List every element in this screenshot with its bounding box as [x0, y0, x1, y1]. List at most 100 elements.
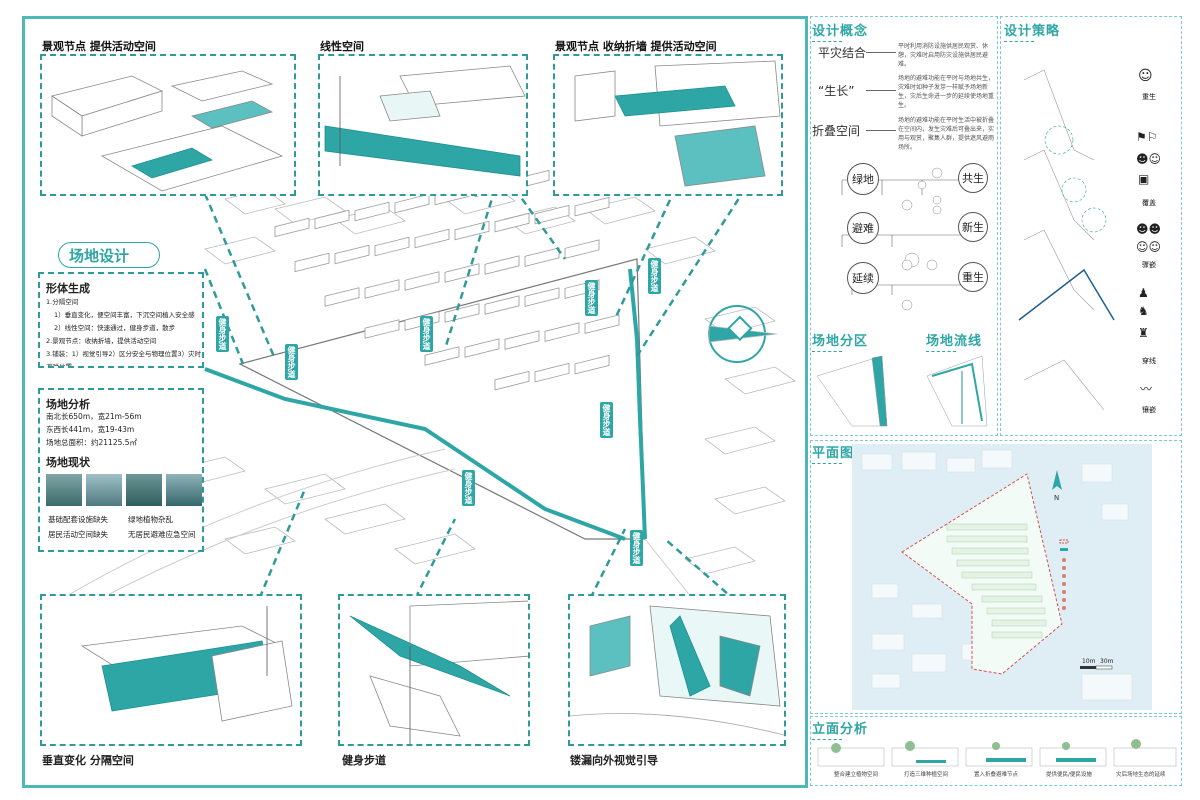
concept-desc-1: 平时利用消防设施供居民观赏、休憩，灾难时启用防灾设施供居民避难。 — [898, 43, 989, 68]
site-photo-2 — [86, 474, 122, 506]
concept-desc-2: 场地的避难功能在平时与场地共生，灾难时如种子发芽一样赋予场地新生，灾后生命进一步… — [898, 75, 995, 109]
strategy-label-inlay: 镶嵌 — [1142, 406, 1156, 414]
form-line-2: 1）垂直变化，便空间丰富，下沉空间植入安全感 — [54, 311, 195, 319]
site-buildings — [274, 161, 620, 391]
strategy-diagram — [1018, 69, 1115, 411]
crowd-icon: ☻☻ — [1136, 222, 1162, 236]
runner-icon: ♞ — [1138, 304, 1149, 318]
analysis-line-1: 南北长650m，宽21m-56m — [46, 412, 142, 421]
site-design-badge: 场地设计 — [58, 242, 160, 268]
north-arrow-icon: N — [1052, 470, 1062, 502]
trail-sign-6: 健身步道 — [600, 402, 613, 438]
vignette-title-3: 景观节点 收纳折墙 提供活动空间 — [555, 40, 717, 53]
vignette-box-2 — [318, 54, 528, 196]
trail-sign-2: 健身步道 — [285, 344, 298, 380]
design-strategy-title: 设计策略 — [1004, 20, 1060, 42]
vignette-box-3 — [553, 54, 783, 196]
svg-text:N: N — [1054, 494, 1059, 502]
elevation-label-2: 打造三维种植空间 — [904, 772, 949, 778]
compass-icon — [708, 305, 778, 363]
activity-icon: ⚑⚐ — [1136, 130, 1158, 144]
form-line-4: 2.景观节点：收纳折墙，提供活动空间 — [46, 337, 157, 345]
site-design-title: 场地设计 — [69, 247, 130, 265]
concept-node-rebirth: 新生 — [958, 212, 988, 242]
concept-term-3: 折叠空间 — [812, 124, 861, 138]
background-buildings — [174, 186, 796, 575]
zoning-title: 场地分区 — [812, 330, 868, 352]
concept-node-regeneration: 重生 — [958, 262, 988, 292]
concept-node-continuation: 延续 — [847, 262, 879, 294]
strategy-label-embed: 骤嵌 — [1142, 261, 1156, 269]
concept-arrow-1 — [866, 52, 896, 53]
elevation-label-1: 整合建立植物空间 — [834, 772, 879, 778]
cyclist-icon: ♜ — [1138, 326, 1149, 340]
concept-desc-3: 场地的避难功能在平时生活中被折叠在空间内，发生灾难后可叠出来，实用与观赏，聚集人… — [898, 117, 995, 151]
concept-arrow-3 — [866, 130, 896, 131]
vignette-caption-5: 健身步道 — [342, 754, 386, 767]
vignette-illustration-1 — [51, 70, 284, 192]
form-line-3: 2）线性空间：快速通过，健身步道，散步 — [54, 324, 176, 332]
form-generation-box: 形体生成 1.分隔空间 1）垂直变化，便空间丰富，下沉空间植入安全感 2）线性空… — [38, 272, 204, 368]
vignette-illustration-5 — [349, 600, 528, 744]
trail-sign-5: 健身步道 — [648, 258, 661, 294]
analysis-line-3: 场地总面积：约21125.5㎡ — [46, 438, 138, 447]
plan-title: 平面图 — [812, 442, 854, 464]
vignette-caption-6: 镂漏向外视觉引导 — [570, 754, 658, 767]
site-status-title: 场地现状 — [46, 456, 90, 469]
vignette-illustration-4 — [80, 606, 293, 722]
issue-1: 基础配套设施缺失 — [48, 515, 108, 524]
trail-sign-1: 健身步道 — [216, 316, 229, 352]
vignette-illustration-2 — [324, 65, 526, 177]
vignette-box-6 — [568, 594, 786, 746]
person-icon: ☺ — [1138, 68, 1153, 84]
vignette-title-1: 景观节点 提供活动空间 — [42, 40, 156, 53]
strategy-label-thread: 穿线 — [1142, 357, 1156, 365]
trail-sign-8: 健身步道 — [630, 530, 643, 566]
design-concept-title: 设计概念 — [812, 20, 868, 42]
site-plan: N — [852, 444, 1152, 710]
elevation-title: 立面分析 — [812, 718, 868, 740]
strategy-label-rebirth: 重生 — [1142, 93, 1156, 101]
concept-term-1: 平灾结合 — [818, 46, 867, 60]
elevation-label-5: 灾后场地生态的延续 — [1116, 772, 1166, 778]
elevation-diagram — [817, 739, 1177, 767]
form-generation-title: 形体生成 — [46, 282, 90, 295]
vignette-title-2: 线性空间 — [320, 40, 364, 53]
concept-node-symbiosis: 共生 — [958, 163, 988, 193]
fitness-trail — [204, 367, 626, 541]
concept-term-2: “生长” — [818, 84, 855, 98]
shelter-icon: ▣ — [1138, 172, 1150, 186]
analysis-line-2: 东西长441m，宽19-43m — [46, 425, 135, 434]
issue-2: 绿地植物杂乱 — [128, 515, 173, 524]
main-frame — [22, 16, 808, 788]
zoning-diagram — [816, 355, 988, 427]
scale-label-10m: 10m — [1082, 658, 1096, 665]
site-photo-3 — [126, 474, 162, 506]
vignette-illustration-3 — [574, 60, 781, 187]
design-concept-panel — [810, 16, 998, 436]
site-photo-1 — [46, 474, 82, 506]
scale-bar — [1080, 665, 1113, 670]
concept-node-greenland: 绿地 — [847, 163, 879, 195]
concept-node-refuge: 避难 — [847, 212, 879, 244]
path-icon: 〰 — [1140, 382, 1153, 396]
fitness-trail-east — [628, 268, 647, 540]
form-line-5: 3.铺装：1）视觉引导2）区分安全与物理位置3）灾时避难位置 — [46, 350, 202, 368]
elevation-label-3: 置入折叠避难节点 — [974, 772, 1019, 778]
vignette-illustration-6 — [570, 605, 784, 736]
plan-panel — [810, 440, 1182, 714]
elevation-panel — [810, 716, 1182, 786]
family-icon: ☻☺ — [1136, 152, 1162, 166]
vignette-box-1 — [40, 54, 296, 196]
vignette-box-4 — [40, 594, 302, 746]
plan-legend — [1059, 539, 1069, 610]
trail-sign-4: 健身步道 — [585, 280, 598, 316]
site-analysis-title: 场地分析 — [46, 398, 90, 411]
strategy-label-cover: 覆盖 — [1142, 199, 1156, 207]
trail-sign-7: 健身步道 — [462, 470, 475, 506]
trail-sign-3: 健身步道 — [420, 316, 433, 352]
walker-icon: ♟ — [1138, 286, 1149, 300]
elevation-label-4: 提供便民/便民设施 — [1046, 772, 1092, 778]
form-line-1: 1.分隔空间 — [46, 298, 79, 306]
issue-3: 居民活动空间缺失 — [48, 530, 108, 539]
